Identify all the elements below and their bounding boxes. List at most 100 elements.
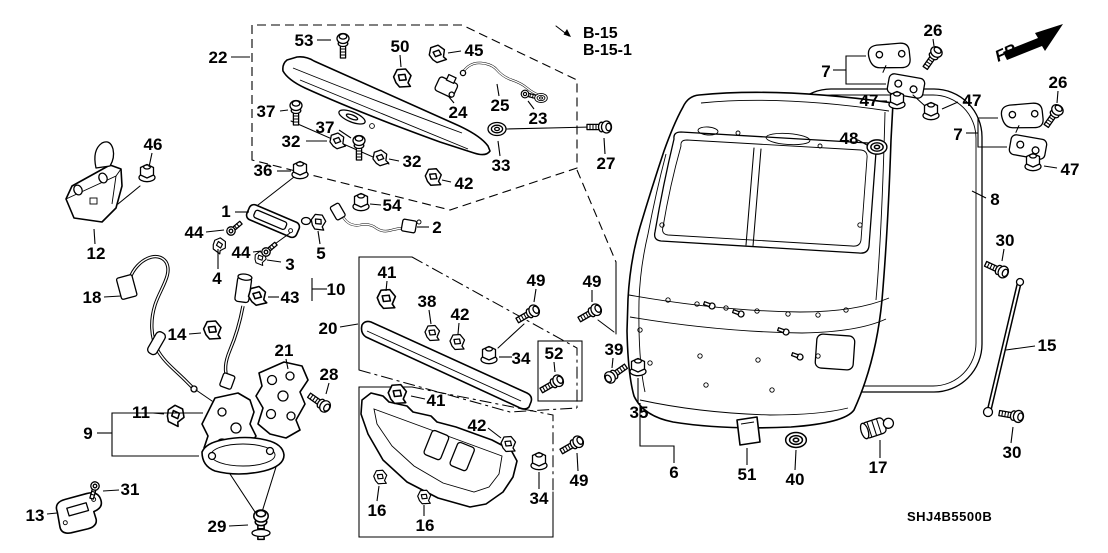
callout-22: 22 [209, 48, 250, 67]
callout-number: 33 [492, 156, 511, 175]
callout-leader-line [325, 382, 330, 395]
callout-46: 46 [144, 135, 162, 168]
callout-number: 28 [320, 365, 339, 384]
clip-42-icon [424, 168, 442, 186]
callout-number: 49 [527, 271, 546, 290]
clip-32-icon [370, 148, 390, 168]
upper-garnish-box [358, 256, 578, 413]
callout-7: 7 [953, 117, 1007, 148]
clip-50-icon [392, 68, 412, 88]
lock-assembly-9 [201, 392, 285, 513]
washer-nozzle-24 [434, 73, 459, 98]
callout-leader-line [794, 449, 797, 471]
callout-5: 5 [316, 230, 326, 263]
clip-45-icon [426, 43, 448, 65]
callout-number: 7 [821, 62, 830, 81]
clip-14-icon [202, 320, 222, 340]
grommet-33-icon [487, 121, 507, 137]
callout-number: 35 [630, 403, 649, 422]
bump-stop-17 [859, 417, 895, 440]
ref-arrow-icon [563, 29, 571, 37]
nut-34-icon [480, 345, 498, 365]
license-light-harness-2 [329, 202, 422, 234]
callout-42: 42 [468, 416, 502, 439]
callout-42: 42 [451, 305, 470, 335]
callout-number: 45 [465, 41, 484, 60]
bolt-37-icon [352, 134, 366, 161]
striker-13 [55, 492, 103, 534]
callout-27: 27 [597, 137, 615, 173]
callout-41: 41 [378, 263, 396, 292]
washer-tube-25 [459, 61, 540, 97]
clip-43-icon [246, 284, 269, 308]
callout-31: 31 [102, 480, 140, 499]
clip-41-icon [376, 288, 397, 310]
callout-leader-line [46, 512, 58, 515]
callout-number: 30 [996, 231, 1015, 250]
nut-35-icon [629, 357, 647, 377]
callout-14: 14 [168, 325, 202, 344]
callout-leader-line [447, 50, 462, 54]
callout-number: 1 [221, 202, 230, 221]
callout-53: 53 [295, 31, 331, 50]
callout-leader-line [399, 54, 402, 68]
callout-leader-line [1043, 165, 1058, 169]
fr-label: FR. [993, 40, 1023, 66]
callout-number: 38 [418, 292, 437, 311]
callout-51: 51 [738, 448, 756, 484]
callout-44: 44 [185, 223, 225, 242]
bolt-52-box [537, 340, 583, 402]
callout-leader-line [285, 358, 289, 370]
callout-number: 53 [295, 31, 314, 50]
callout-number: 26 [924, 21, 943, 40]
callout-13: 13 [26, 506, 58, 525]
callout-number: 47 [1061, 160, 1080, 179]
callout-leader-line [228, 524, 249, 527]
callout-number: 22 [209, 48, 228, 67]
washer-5-icon [300, 216, 312, 226]
callout-leader-line [1056, 90, 1059, 104]
callout-49: 49 [527, 271, 546, 303]
callout-leader-line [1005, 345, 1036, 351]
callout-leader-line [388, 158, 400, 162]
diagram-code: SHJ4B5500B [907, 509, 992, 524]
clip-11-icon [162, 402, 189, 429]
callout-21: 21 [275, 341, 293, 370]
callout-32: 32 [388, 152, 421, 171]
callout-18: 18 [83, 288, 122, 307]
callout-42: 42 [441, 174, 474, 193]
spoiler-22 [282, 56, 491, 156]
latch-plate-21 [255, 361, 309, 439]
callout-leader-line [148, 152, 153, 168]
callout-leader-line [603, 137, 606, 155]
hinge-upper-right-7 [998, 98, 1049, 161]
callout-leader-line [971, 190, 987, 199]
ref-section-label: B-15 [583, 25, 618, 42]
callout-32: 32 [282, 132, 327, 151]
callout-leader-line [1001, 248, 1005, 262]
callout-leader-line [252, 250, 262, 253]
callout-47: 47 [1043, 160, 1080, 179]
clip-16-icon [417, 489, 432, 505]
callout-7: 7 [821, 55, 886, 85]
screw-44-icon [259, 239, 280, 259]
callout-number: 23 [529, 109, 548, 128]
callout-16: 16 [416, 505, 434, 535]
callout-number: 31 [121, 480, 140, 499]
pad-51 [736, 416, 761, 446]
callout-leader-line [576, 452, 579, 472]
callout-leader-line [639, 403, 675, 463]
callout-26: 26 [924, 21, 943, 47]
bolt-30-icon [997, 406, 1026, 424]
nut-47-icon [922, 101, 940, 121]
callout-number: 42 [455, 174, 474, 193]
callout-2: 2 [417, 218, 442, 237]
lower-garnish-19 [360, 392, 518, 508]
callout-1: 1 [221, 202, 249, 221]
opener-cable-18 [115, 255, 213, 402]
callout-number: 42 [451, 305, 470, 324]
callout-leader-line [93, 228, 96, 245]
callout-leader-line [441, 179, 452, 183]
callout-44: 44 [232, 243, 262, 262]
callout-number: 13 [26, 506, 45, 525]
